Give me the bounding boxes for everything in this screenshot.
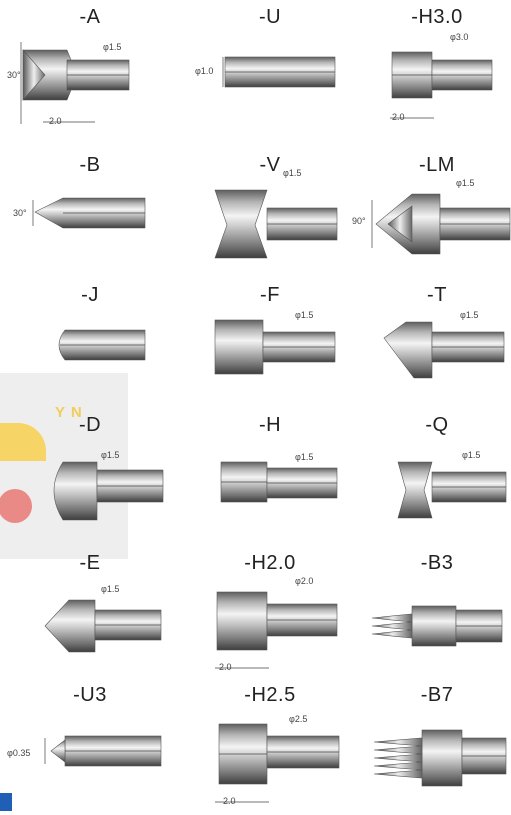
tip-cell: -B 30° [5,150,175,285]
background-red-dot [0,489,32,523]
tip-drawing [214,319,336,375]
tip-drawing [20,42,130,124]
tip-cell: -T φ1.5 [352,280,511,415]
tip-note-dia: φ1.5 [462,450,481,460]
tip-code-label: -H2.5 [244,684,296,706]
tip-note-len: 2.0 [219,662,232,672]
tip-note-dia: φ1.5 [456,178,475,188]
tip-dome-head [53,461,98,521]
tip-cell: -D φ1.5 [5,410,175,545]
tip-cell: -A φ1.5 30° 2.0 [5,2,175,137]
tip-note-dia: φ1.5 [295,452,314,462]
tip-cell: -U3 φ0.35 [5,680,175,815]
tip-b7-needle-1 [373,745,423,755]
tip-drawing [44,599,162,653]
tip-note-dia: φ1.5 [101,584,120,594]
tip-code-label: -D [78,414,102,436]
tip-flat-head [214,319,264,375]
tip-code-label: -H3.0 [411,6,463,28]
tip-cell: -B7 [352,680,511,815]
tip-drawing [220,461,338,503]
tip-code-label: -F [260,284,280,306]
tip-code-label: -U [258,6,282,28]
tip-note-angle: 30° [13,208,27,218]
tip-code-label: -B7 [420,684,454,706]
tip-lm-facet [387,205,413,243]
tip-b3-needle-2 [371,629,413,639]
tip-drawing [371,605,503,647]
tip-drawing [53,461,164,521]
tip-drawing [44,735,162,767]
tip-note-dia: φ2.0 [295,576,314,586]
tip-code-label: -J [81,284,99,306]
tip-note-dia: φ2.5 [289,714,308,724]
tip-cell: -U φ1.0 [185,2,355,137]
tip-note-dia: φ1.5 [460,310,479,320]
tip-code-label: -A [79,6,101,28]
tip-note-dia: φ1.5 [295,310,314,320]
tip-cell: -H3.0 φ3.0 2.0 [352,2,511,137]
tip-cell: -H2.0 φ2.0 2.0 [185,548,355,683]
tip-v-head [214,189,268,259]
tip-cell: -F φ1.5 [185,280,355,415]
tip-code-label: -T [427,284,447,306]
tip-code-label: -H [258,414,282,436]
tip-code-label: -U3 [73,684,107,706]
tip-note-bore: φ0.35 [7,748,31,758]
tip-drawing [222,56,336,88]
corner-blue-mark [0,793,12,811]
tip-pointed-head [44,599,96,653]
tip-note-angle: 90° [352,216,366,226]
tip-note-dia: φ1.5 [103,42,122,52]
tip-drawing [397,461,507,519]
tip-cell: -H φ1.5 [185,410,355,545]
tip-b7-needle-4 [373,769,423,779]
tip-code-label: -B [79,154,101,176]
tip-code-label: -LM [419,154,455,176]
tip-b7-needle-3 [373,761,423,771]
tip-cone-face [22,49,46,101]
tip-b7-needle-0 [373,737,423,747]
tip-note-dia: φ3.0 [450,32,469,42]
tip-b3-body [411,605,457,647]
tip-note-len: 2.0 [49,116,62,126]
tip-cell: -J [5,280,175,415]
tip-cell: -H2.5 φ2.5 2.0 [185,680,355,815]
tip-drawing [373,729,507,787]
tip-q-head [397,461,433,519]
tip-b3-needle-1 [371,621,413,631]
tip-code-label: -B3 [420,552,454,574]
tip-drawing [390,51,493,119]
tip-b7-body [421,729,463,787]
tip-drawing [371,193,511,255]
tip-drawing [215,591,338,669]
tip-drawing [32,197,146,229]
tip-chisel-head [383,321,433,379]
tip-drawing [58,329,146,361]
tip-code-label: -H2.0 [244,552,296,574]
tip-note-bore: φ1.0 [195,66,214,76]
tip-drawing [383,321,505,379]
tip-note-dia: φ1.5 [283,168,302,178]
tip-note-len: 2.0 [392,112,405,122]
tip-cell: -Q φ1.5 [352,410,511,545]
tip-note-dia: φ1.5 [101,450,120,460]
tip-note-angle: 30° [7,70,21,80]
watermark-accent-text: Y N [55,404,83,421]
tip-code-label: -E [79,552,101,574]
tip-note-len: 2.0 [223,796,236,806]
tip-code-label: -V [259,154,281,176]
tip-head-large [216,591,268,651]
tip-code-label: -Q [425,414,449,436]
tip-drawing [215,723,340,803]
tip-b7-needle-2 [373,753,423,763]
tip-drawing [214,189,338,259]
tip-cell: -B3 [352,548,511,683]
tip-u3-point [50,739,66,763]
tip-b3-needle-0 [371,613,413,623]
